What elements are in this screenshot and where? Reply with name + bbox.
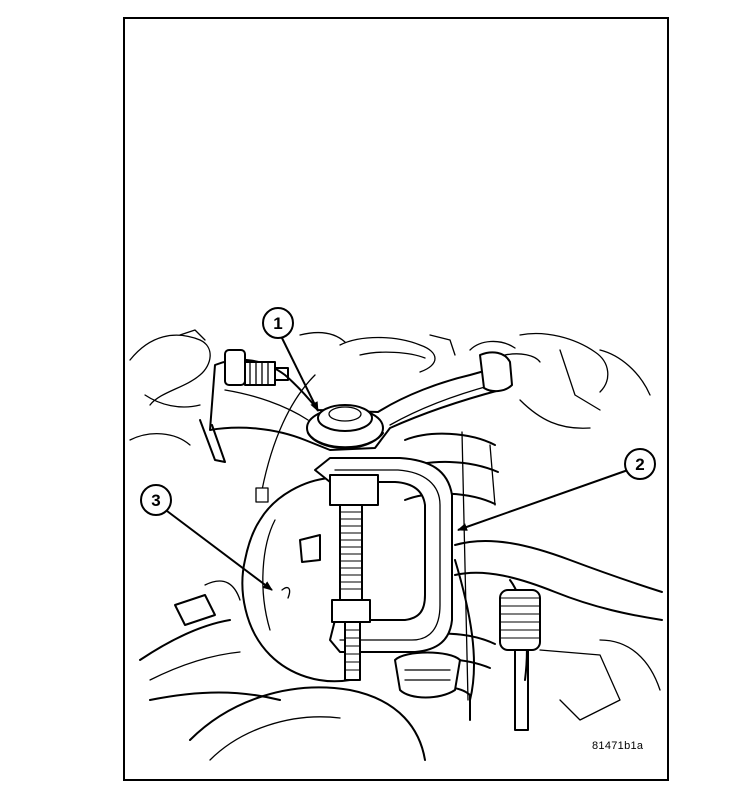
wire-clip [255,487,269,503]
figure-reference-code: 81471b1a [592,740,644,752]
callout-3: 3 [140,484,273,591]
callout-1: 1 [262,307,319,412]
stabilizer-bar [454,539,663,731]
upper-control-arm [199,349,541,463]
background-components [129,329,651,446]
callout-3-label: 3 [151,491,160,510]
figure-frame [123,17,669,781]
callout-2-label: 2 [635,455,644,474]
sensor-wire [261,374,316,491]
lower-ball-joint [394,651,461,699]
callout-2: 2 [457,448,656,531]
ball-joint [306,404,384,449]
ball-joint-press [314,457,453,681]
callout-1-label: 1 [273,314,282,333]
rotor-knuckle [241,477,351,683]
lower-left-parts [139,580,426,761]
